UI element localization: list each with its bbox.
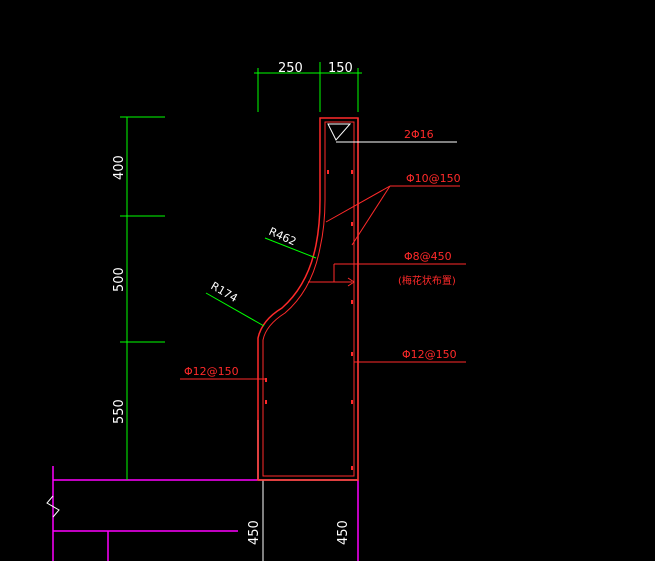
break-symbol <box>46 495 60 518</box>
rebar-left-vertical-label: Φ12@150 <box>184 365 239 378</box>
dim-top-right: 150 <box>328 61 353 76</box>
dim-bottom-right: 450 <box>336 520 351 545</box>
dim-bottom-left: 450 <box>247 520 262 545</box>
rebar-tie-label: Φ8@450 <box>404 250 452 263</box>
rebar-stirrup-label: Φ10@150 <box>406 172 461 185</box>
top-dimension-chain <box>254 62 362 112</box>
rebar-tie-note: (梅花状布置) <box>398 274 456 287</box>
rebar-right-vertical-label: Φ12@150 <box>402 348 457 361</box>
rebar-cage <box>262 121 355 477</box>
section-outline <box>257 117 359 481</box>
dim-vertical-3: 550 <box>112 399 127 424</box>
dim-vertical-2: 500 <box>112 267 127 292</box>
vertical-dimension-chain <box>120 116 165 480</box>
foundation-lines <box>52 466 359 561</box>
leader-lines <box>180 141 466 380</box>
dim-top-left: 250 <box>278 61 303 76</box>
rebar-dots <box>265 170 353 470</box>
radius-lower-label: R174 <box>209 279 240 305</box>
dim-vertical-1: 400 <box>112 155 127 180</box>
tie-bar <box>308 277 355 287</box>
rebar-top-bars-label: 2Φ16 <box>404 128 434 141</box>
top-bar-hook <box>327 123 352 141</box>
